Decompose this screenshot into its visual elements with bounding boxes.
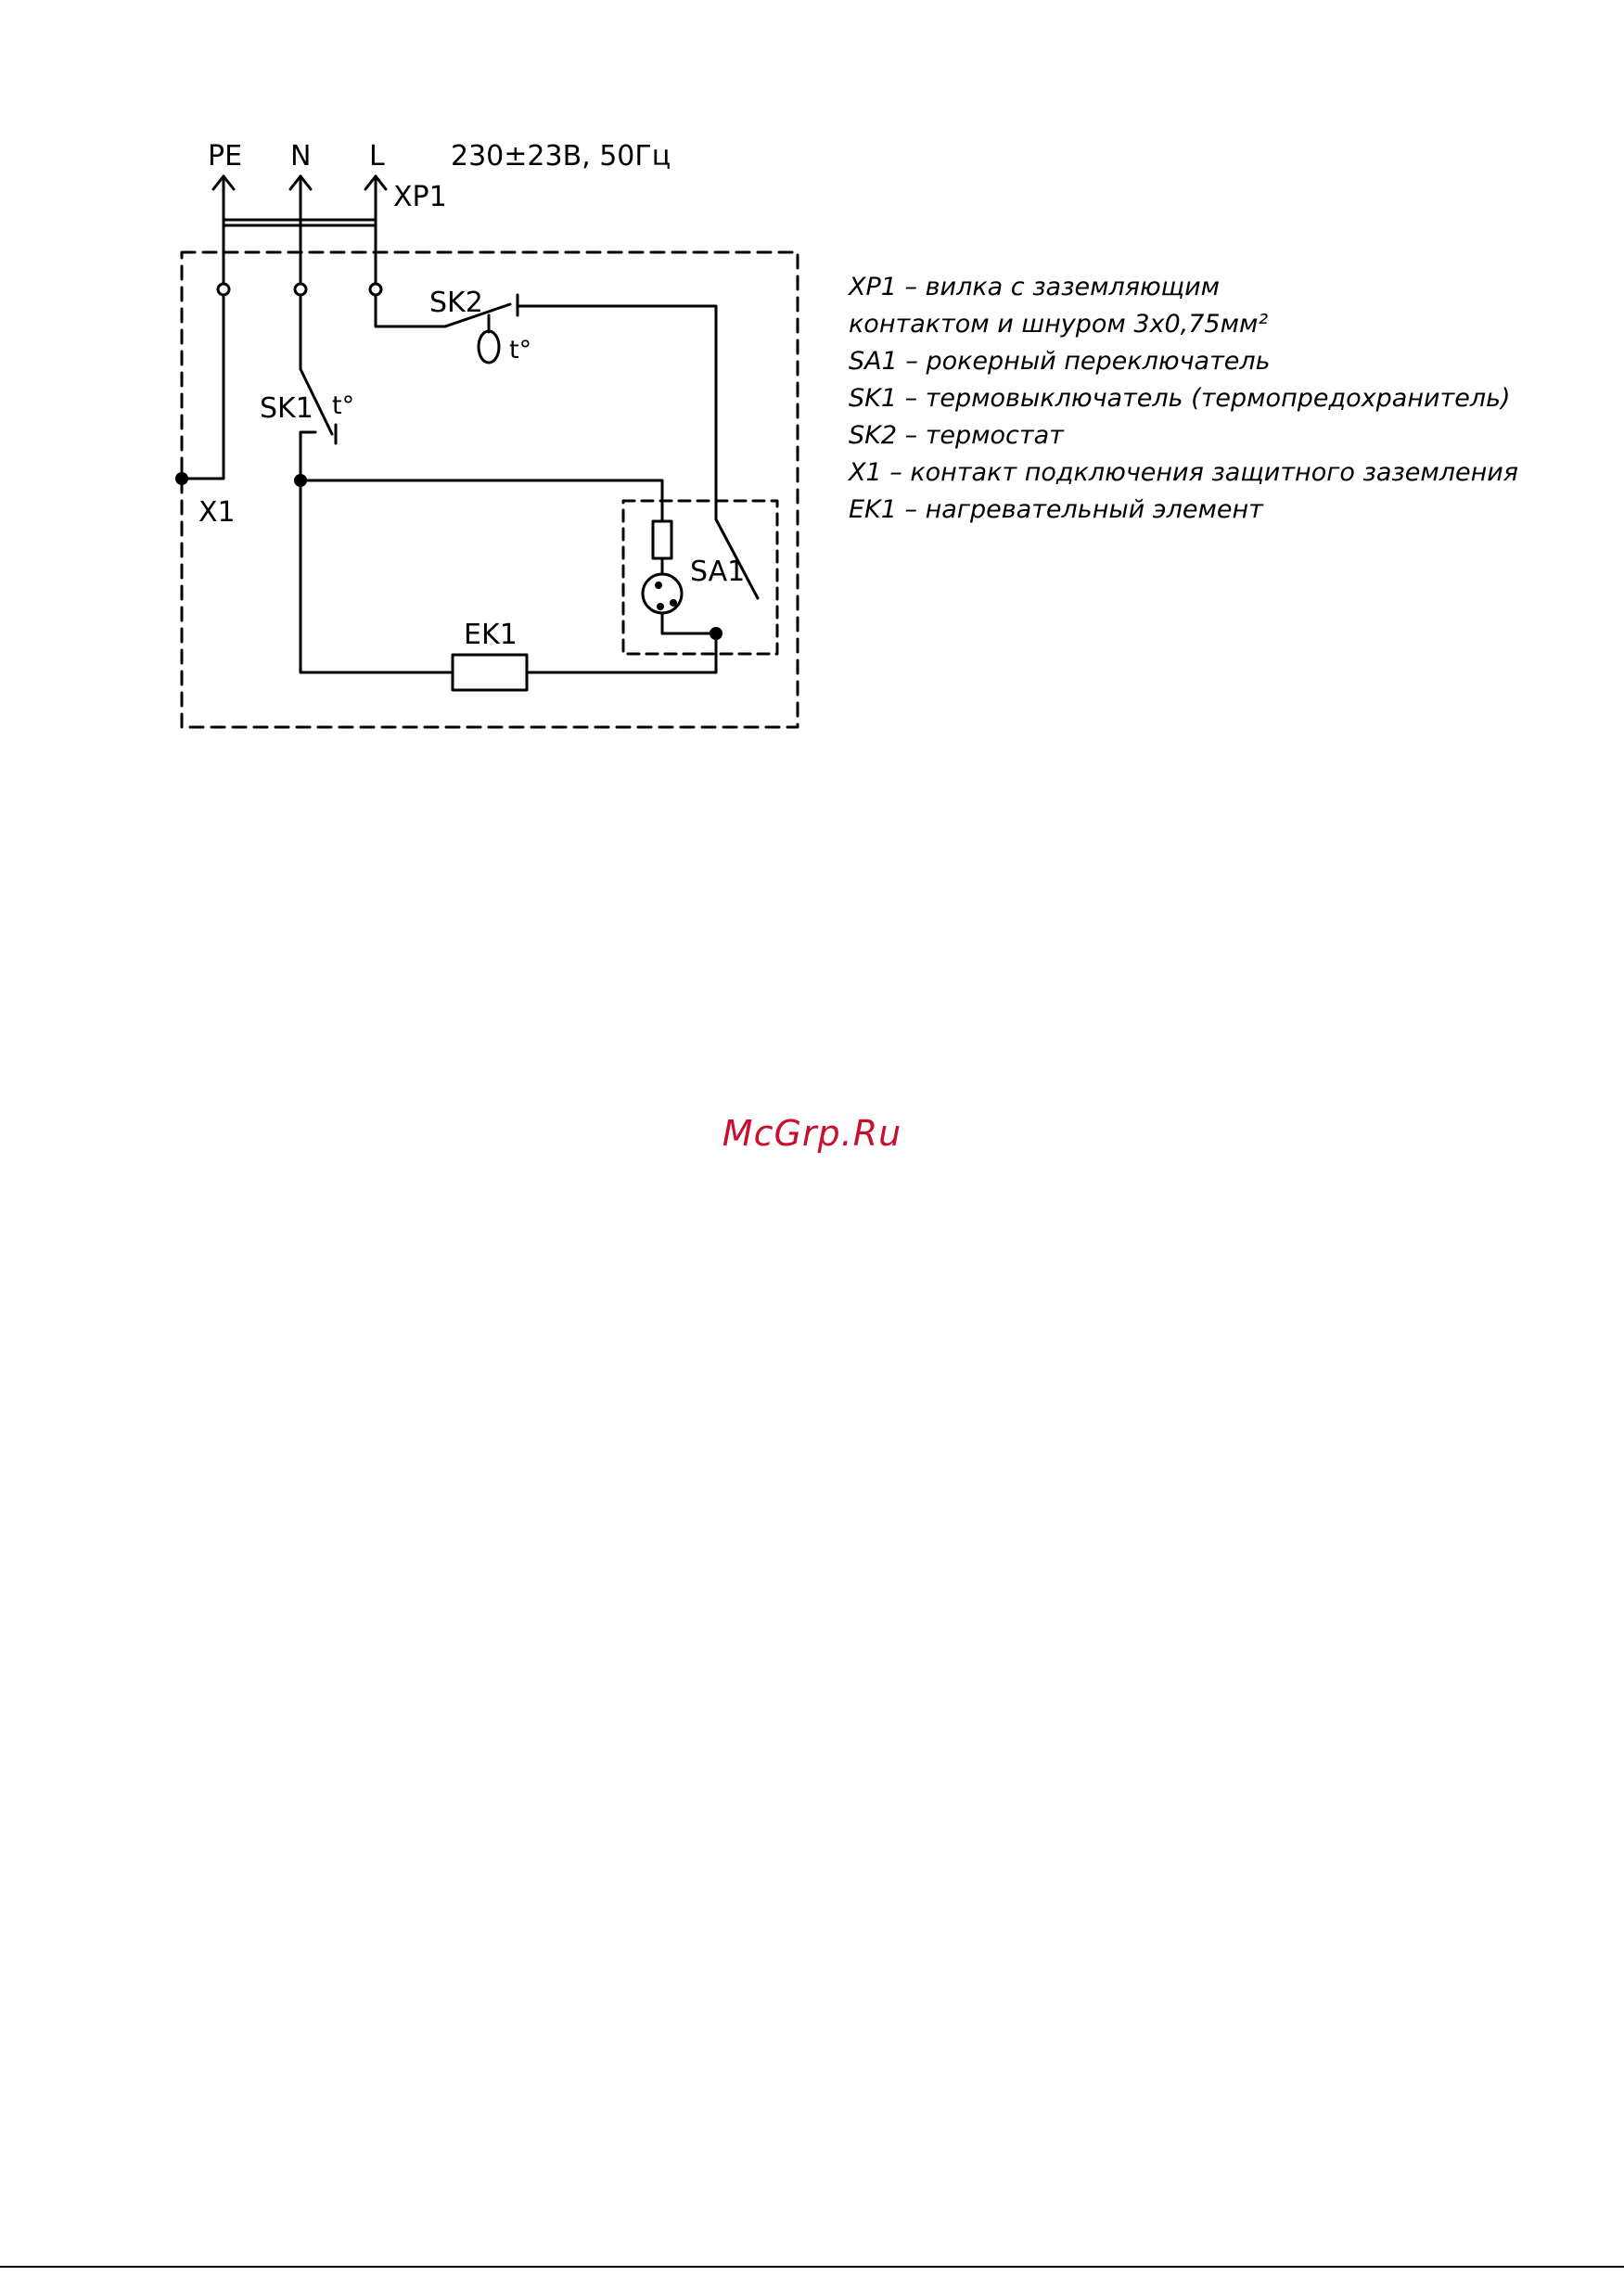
x1-label: X1 (198, 496, 236, 529)
sk2-temp-label: t° (509, 336, 531, 364)
sa1-lamp-resistor (653, 521, 671, 558)
sk2-sensor-bulb-icon (479, 331, 499, 363)
sa1-label: SA1 (690, 556, 745, 588)
legend-item: контактом и шнуром 3х0,75мм² (849, 306, 1609, 343)
junction-to-lamp-wire (301, 480, 662, 521)
n-label: N (290, 140, 311, 173)
n-junction-dot (294, 474, 307, 487)
lamp-dot-a (655, 582, 662, 589)
ek1-label: EK1 (464, 619, 518, 651)
legend-item: XP1 – вилка с заземляющим (849, 269, 1609, 306)
legend-item: X1 – контакт подключения защитного зазем… (849, 454, 1609, 492)
l-label: L (369, 140, 385, 173)
legend-item: EK1 – нагревательный элемент (849, 492, 1609, 529)
lamp-dot-b (657, 603, 664, 610)
sk2-to-sa1-wire (518, 306, 716, 519)
pe-ground-wire (182, 295, 224, 479)
l-terminal (370, 284, 381, 295)
sk1-label: SK1 (260, 392, 313, 425)
watermark: McGrp.Ru (0, 1113, 1624, 1154)
xp1-label: XP1 (393, 181, 447, 213)
legend-item: SA1 – рокерный переключатель (849, 343, 1609, 380)
sk1-temp-label: t° (332, 391, 354, 420)
pe-terminal (218, 284, 229, 295)
sk2-label: SK2 (429, 287, 483, 319)
legend-item: SK1 – термовыключатель (термопредохранит… (849, 380, 1609, 417)
pe-label: PE (208, 140, 242, 173)
n-terminal (295, 284, 306, 295)
lamp-dot-c (670, 599, 677, 607)
supply-rating-label: 230±23В, 50Гц (451, 140, 671, 173)
bottom-rule (0, 2266, 1624, 2268)
ek1-heater-element (453, 655, 527, 690)
sa1-lamp-return-wire (662, 613, 716, 633)
component-legend: XP1 – вилка с заземляющим контактом и шн… (849, 269, 1609, 529)
sk1-return-wire (301, 432, 453, 672)
x1-junction-dot (175, 472, 188, 485)
legend-item: SK2 – термостат (849, 417, 1609, 454)
sa1-junction-dot (710, 627, 722, 640)
